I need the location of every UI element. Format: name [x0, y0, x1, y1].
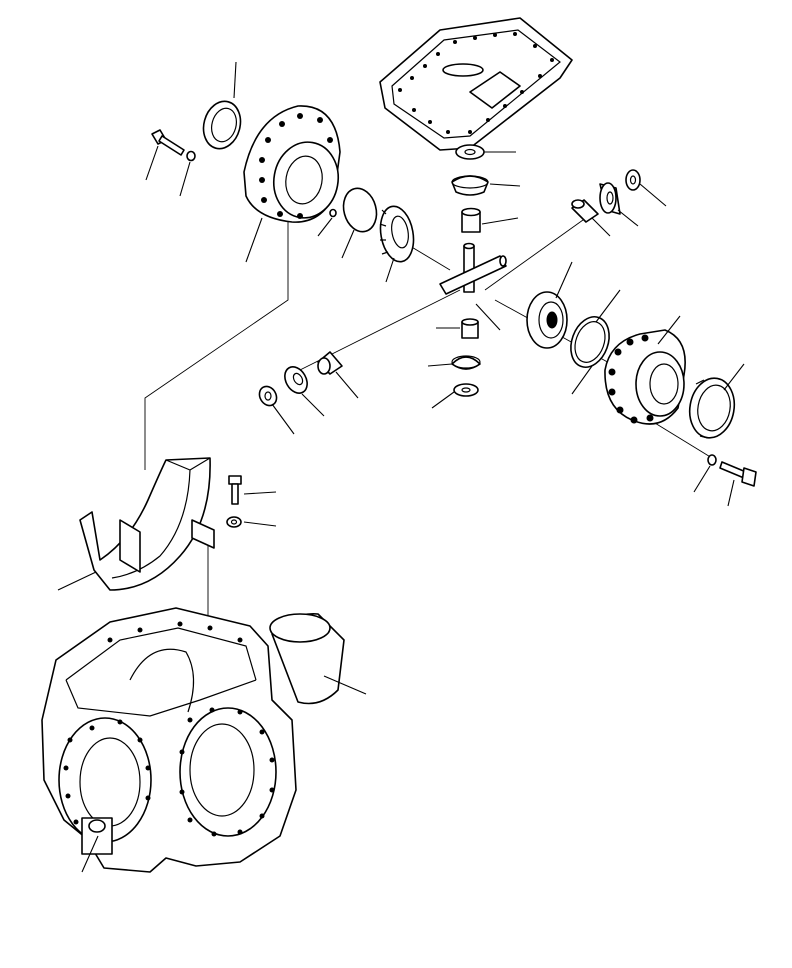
- left-washer: [186, 150, 196, 162]
- upper-pinion-bushing: [461, 207, 481, 233]
- assembly-axis-lines: [144, 214, 713, 640]
- left-thrust-washer: [258, 385, 278, 407]
- lower-pinion-bushing: [461, 318, 479, 339]
- left-pinion-gear: [284, 366, 308, 394]
- right-differential-case: [604, 329, 686, 425]
- lower-thrust-washer: [453, 383, 479, 397]
- left-pinion-bushing: [317, 351, 343, 375]
- bearing-cap-bracket: [79, 457, 215, 591]
- left-bearing: [202, 100, 242, 150]
- upper-side-gear: [451, 175, 489, 196]
- sleeve-ring: [269, 613, 345, 705]
- right-bearing: [688, 377, 736, 439]
- leader-lines: [57, 61, 745, 873]
- right-bevel-gear: [526, 291, 568, 349]
- upper-thrust-washer: [455, 144, 485, 160]
- lower-pinion-gear: [451, 355, 481, 370]
- left-shim: [342, 187, 378, 233]
- bracket-washer: [226, 516, 242, 528]
- small-washer: [329, 208, 337, 218]
- right-washer: [707, 454, 717, 466]
- right-pinion-gear: [599, 182, 621, 215]
- axle-housing: [41, 607, 297, 873]
- right-bolt: [719, 461, 757, 487]
- spider-cross: [439, 242, 507, 295]
- left-differential-case: [243, 105, 341, 223]
- left-bolt: [151, 129, 185, 156]
- bracket-bolt: [228, 475, 242, 505]
- right-thrust-washer: [625, 169, 641, 191]
- right-pinion-bushing: [571, 199, 599, 223]
- differential-cover-plate: [379, 17, 573, 151]
- ring-gear: [379, 205, 415, 263]
